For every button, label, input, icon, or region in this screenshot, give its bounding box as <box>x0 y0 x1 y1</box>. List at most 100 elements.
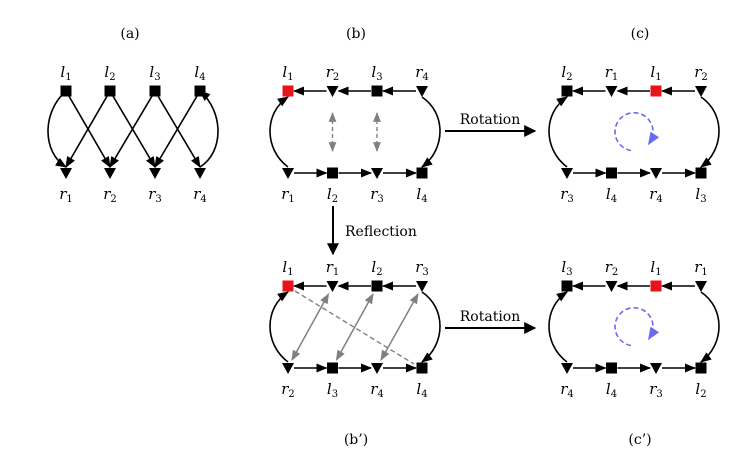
node-bottom-1 <box>561 363 573 374</box>
label-bottom-2: l4 <box>606 185 617 205</box>
edge-right-side <box>421 96 441 168</box>
rotation-indicator <box>614 306 660 347</box>
node-bottom-1 <box>282 168 294 179</box>
caption-b-prime: (b’) <box>344 432 368 448</box>
label-bottom-1: r3 <box>560 185 574 205</box>
edge-right-side <box>700 96 720 168</box>
node-bottom-1 <box>561 168 573 179</box>
label-top-4: r3 <box>415 258 429 278</box>
node-top-4 <box>695 281 707 292</box>
node-bottom-3 <box>371 363 383 374</box>
node-bottom-2 <box>606 362 617 374</box>
node-top-2 <box>104 85 116 97</box>
node-bottom-4 <box>416 167 428 179</box>
label-top-3: l2 <box>371 258 382 278</box>
edge-right-side <box>700 291 720 363</box>
label-top-2: r1 <box>326 258 340 278</box>
node-top-4 <box>416 86 428 97</box>
label-top-4: r4 <box>415 63 429 83</box>
label-top-3: l1 <box>650 258 661 278</box>
label-top-1: l1 <box>282 63 293 83</box>
label-top-1: l2 <box>561 63 572 83</box>
label-bottom-3: r4 <box>370 380 384 400</box>
caption-c-prime: (c’) <box>628 432 651 448</box>
label-top-3: l3 <box>371 63 382 83</box>
node-bottom-2 <box>327 167 338 179</box>
label-top-4: r1 <box>694 258 708 278</box>
caption-c: (c) <box>631 26 650 42</box>
node-bottom-2 <box>327 362 338 374</box>
label-bottom-4: l4 <box>416 185 427 205</box>
node-bottom-3 <box>149 168 161 179</box>
label-bottom-2: l3 <box>327 380 338 400</box>
node-top-1 <box>60 85 72 97</box>
label-bottom-1: r1 <box>281 185 295 205</box>
label-top-4: r2 <box>694 63 708 83</box>
label-bottom-1: r4 <box>560 380 574 400</box>
node-top-2 <box>605 281 618 292</box>
label-top-2: l2 <box>104 63 115 83</box>
edge-l4-r4 <box>199 90 219 168</box>
edge-left-side <box>548 96 568 168</box>
node-top-1 <box>561 280 573 292</box>
rotation-label-top: Rotation <box>460 112 521 128</box>
node-bottom-4 <box>695 362 707 374</box>
node-bottom-3 <box>650 168 662 179</box>
node-top-4 <box>194 85 206 97</box>
label-top-1: l3 <box>561 258 572 278</box>
edge-left-side <box>269 96 289 168</box>
label-top-1: l1 <box>282 258 293 278</box>
panel-c: l2 r3 r1 l4 l1 r4 r2 l3 <box>548 63 720 205</box>
edge-right-side <box>421 291 441 363</box>
label-top-3: l1 <box>650 63 661 83</box>
node-top-3 <box>650 85 662 97</box>
label-bottom-1: r1 <box>59 185 73 205</box>
node-bottom-1 <box>60 168 72 179</box>
reflection-label: Reflection <box>345 224 417 240</box>
label-top-1: l1 <box>60 63 71 83</box>
reflection-pair-3 <box>380 293 419 361</box>
label-top-2: r2 <box>605 258 619 278</box>
label-bottom-2: l2 <box>327 185 338 205</box>
label-bottom-1: r2 <box>281 380 295 400</box>
node-top-1 <box>561 85 573 97</box>
edge-cross-5 <box>154 90 201 168</box>
label-bottom-3: r3 <box>649 380 663 400</box>
panel-b-prime: l1 r2 r1 l3 l2 r4 r3 l4 <box>269 258 441 400</box>
edge-left-side <box>548 291 568 363</box>
node-top-1 <box>282 280 294 292</box>
node-top-3 <box>371 280 383 292</box>
label-bottom-3: r4 <box>649 185 663 205</box>
node-bottom-4 <box>416 362 428 374</box>
node-bottom-1 <box>282 363 294 374</box>
node-bottom-4 <box>695 167 707 179</box>
label-bottom-3: r3 <box>148 185 162 205</box>
label-bottom-4: l3 <box>695 185 706 205</box>
label-top-2: r1 <box>605 63 619 83</box>
reflection-pair-2 <box>335 293 374 361</box>
label-bottom-4: l4 <box>416 380 427 400</box>
node-top-2 <box>326 86 339 97</box>
node-top-3 <box>650 280 662 292</box>
panel-c-prime: l3 r4 r2 l4 l1 r3 r1 l2 <box>548 258 720 400</box>
edge-cross-3 <box>109 90 156 168</box>
edge-l1-r1 <box>47 90 67 168</box>
label-bottom-4: r4 <box>193 185 207 205</box>
rotation-indicator <box>614 111 660 152</box>
node-bottom-3 <box>371 168 383 179</box>
label-bottom-3: r3 <box>370 185 384 205</box>
node-bottom-3 <box>650 363 662 374</box>
node-top-3 <box>149 85 161 97</box>
label-bottom-2: r2 <box>103 185 117 205</box>
label-bottom-2: l4 <box>606 380 617 400</box>
label-bottom-4: l2 <box>695 380 706 400</box>
label-top-3: l3 <box>149 63 160 83</box>
label-top-4: l4 <box>194 63 205 83</box>
panel-a: l1 r1 l2 r2 l3 r3 l4 r4 <box>47 63 219 205</box>
caption-a: (a) <box>120 26 139 42</box>
reflection-pair-1 <box>291 293 330 361</box>
node-top-2 <box>326 281 339 292</box>
node-top-4 <box>695 86 707 97</box>
